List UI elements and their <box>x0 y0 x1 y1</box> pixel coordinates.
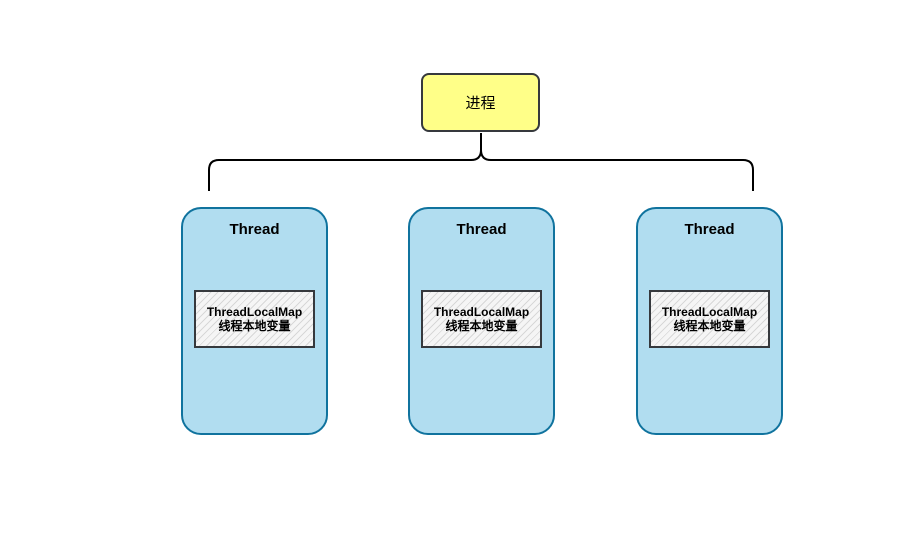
thread-node-3: Thread ThreadLocalMap 线程本地变量 <box>636 207 783 435</box>
map-description: 线程本地变量 <box>218 319 291 333</box>
thread-node-2: Thread ThreadLocalMap 线程本地变量 <box>408 207 555 435</box>
threadlocalmap-node: ThreadLocalMap 线程本地变量 <box>194 290 315 348</box>
bracket-connector <box>208 133 754 191</box>
thread-title: Thread <box>229 221 280 238</box>
thread-title: Thread <box>456 221 507 238</box>
map-name: ThreadLocalMap <box>433 305 530 319</box>
map-description: 线程本地变量 <box>445 319 518 333</box>
map-name: ThreadLocalMap <box>661 305 758 319</box>
process-label: 进程 <box>465 94 496 112</box>
map-description: 线程本地变量 <box>673 319 746 333</box>
threadlocalmap-node: ThreadLocalMap 线程本地变量 <box>649 290 770 348</box>
thread-title: Thread <box>684 221 735 238</box>
thread-node-1: Thread ThreadLocalMap 线程本地变量 <box>181 207 328 435</box>
process-node: 进程 <box>421 73 540 132</box>
map-name: ThreadLocalMap <box>206 305 303 319</box>
threadlocalmap-node: ThreadLocalMap 线程本地变量 <box>421 290 542 348</box>
